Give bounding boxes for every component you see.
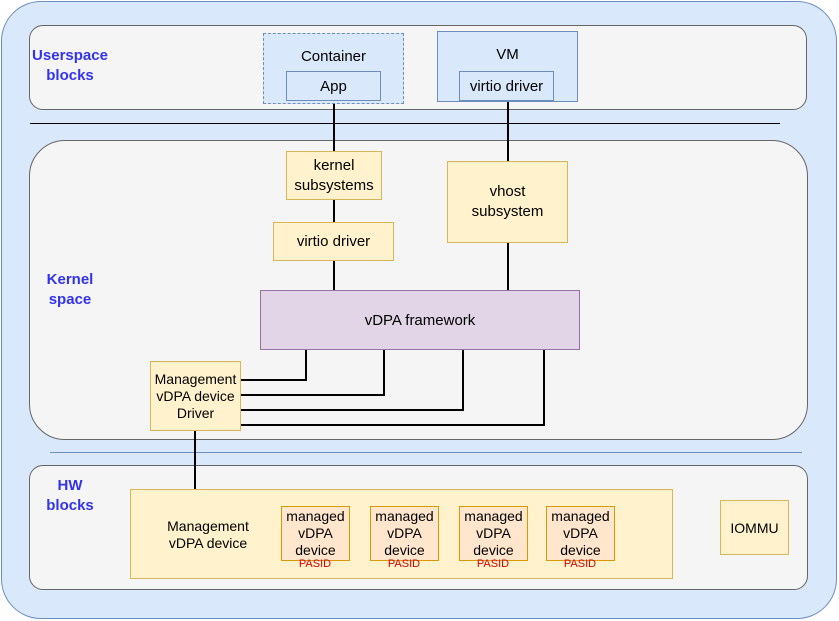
vdpa-to-mgmt-driver-line-3 (241, 350, 464, 411)
kernel-subsystems-box: kernel subsystems (286, 151, 382, 200)
kernel-hw-separator (50, 452, 802, 453)
kernel-virtio-driver-box: virtio driver (273, 222, 394, 261)
vm-label: VM (496, 46, 519, 63)
managed-vdpa-device-4: managed vDPA device (546, 506, 615, 561)
managed-vdpa-device-3: managed vDPA device (459, 506, 528, 561)
vdpa-to-mgmt-driver-line-2 (241, 350, 385, 396)
hw-blocks-label: HW blocks (46, 477, 94, 514)
pasid-tag-2: PASID (387, 558, 421, 570)
pasid-tag-3: PASID (476, 558, 510, 570)
container-label: Container (300, 48, 367, 65)
management-vdpa-device-label: Management vDPA device (167, 518, 249, 551)
pasid-tag-4: PASID (563, 558, 597, 570)
managed-vdpa-device-1: managed vDPA device (281, 506, 350, 561)
managed-vdpa-device-2: managed vDPA device (370, 506, 439, 561)
vdpa-to-mgmt-driver-line-1 (241, 350, 307, 381)
userspace-section (29, 25, 807, 110)
app-box: App (286, 71, 381, 101)
userspace-blocks-label: Userspace blocks (32, 47, 108, 84)
vhost-subsystem-box: vhost subsystem (447, 161, 568, 243)
iommu-box: IOMMU (720, 500, 789, 555)
pasid-tag-1: PASID (298, 558, 332, 570)
userspace-kernel-separator (30, 123, 780, 124)
kernel-space-label: Kernel space (46, 271, 94, 308)
vm-virtio-driver-box: virtio driver (459, 71, 554, 101)
management-vdpa-device-driver-box: Management vDPA device Driver (150, 361, 241, 431)
vdpa-to-mgmt-driver-line-4 (241, 350, 545, 426)
vdpa-framework-box: vDPA framework (260, 290, 580, 350)
